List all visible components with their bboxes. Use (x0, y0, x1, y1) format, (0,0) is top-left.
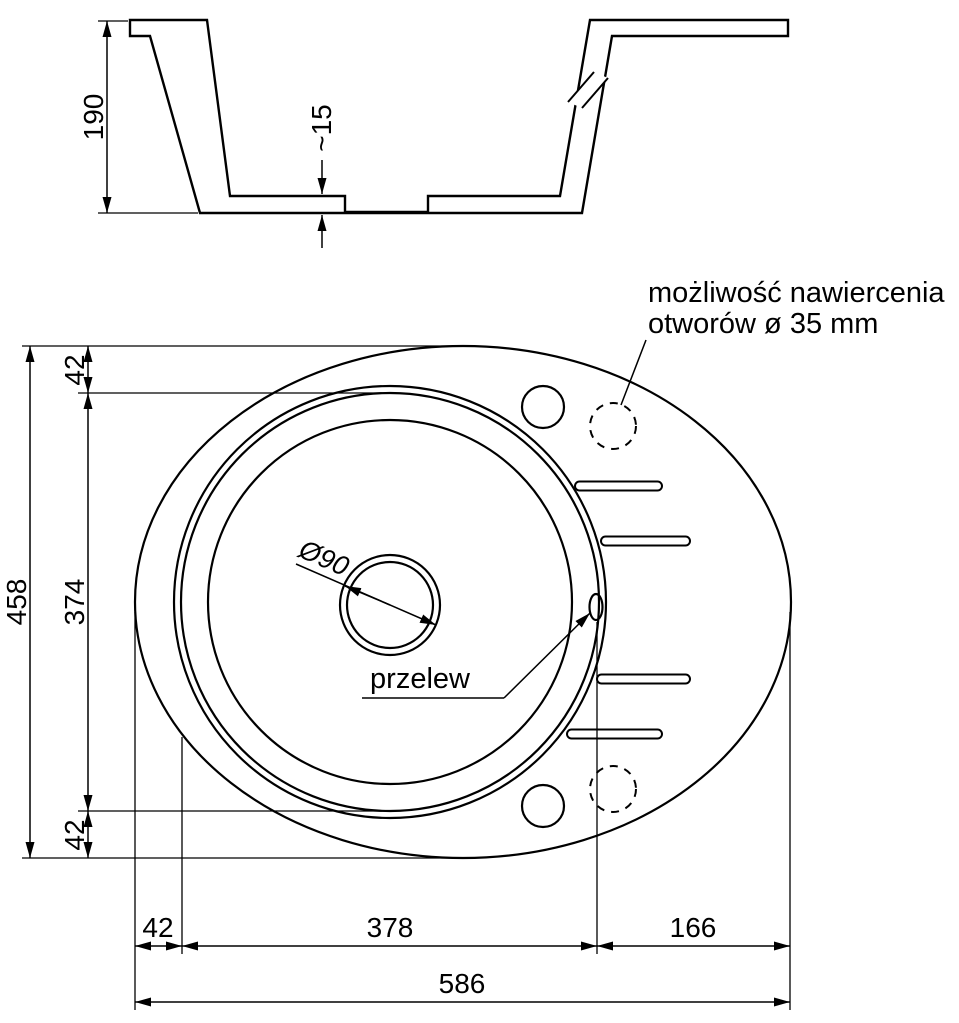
dim-label-586: 586 (439, 968, 486, 999)
bowl-bottom-circle (206, 418, 574, 786)
dim-label-42-left: 42 (142, 912, 173, 943)
drainer-groove-2 (600, 535, 691, 547)
dim-label-190: 190 (78, 94, 109, 141)
wall-break-line-2 (581, 77, 609, 109)
wall-break-mask (568, 72, 608, 108)
drainer-groove-3 (596, 673, 691, 685)
optional-hole-top (589, 402, 637, 450)
tap-hole-top (520, 384, 566, 430)
dim-label-458: 458 (1, 579, 32, 626)
drain-diameter-label: Ø90 (294, 534, 354, 582)
bowl-rim-inner-circle (179, 391, 601, 813)
dim-label-42-bottom: 42 (59, 819, 90, 850)
dim-label-42-top: 42 (59, 354, 90, 385)
drain-callout-arrow2 (344, 585, 391, 606)
drainer-groove-4 (566, 728, 663, 740)
sink-oval-outline (133, 344, 793, 860)
cross-section-view: 190 ~15 (78, 18, 790, 248)
drain-outer-circle (338, 553, 442, 657)
drain-inner-circle (345, 560, 435, 650)
overflow-label: przelew (370, 663, 471, 695)
optional-hole-bottom (589, 765, 637, 813)
tap-hole-bottom (520, 783, 566, 829)
drill-annotation-line1: możliwość nawiercenia (648, 277, 945, 309)
dim-label-166: 166 (670, 912, 717, 943)
drill-annotation-leader (620, 339, 647, 406)
wall-break-line-1 (567, 71, 595, 103)
dim-label-378: 378 (367, 912, 414, 943)
dim-label-recess: ~15 (306, 104, 337, 152)
bowl-rim-outer-circle (172, 384, 608, 820)
overflow-hole (588, 592, 604, 622)
overflow-leader-diagonal (503, 612, 591, 699)
drill-annotation-line2: otworów ø 35 mm (648, 308, 878, 340)
dim-label-374: 374 (59, 579, 90, 626)
drainer-groove-1 (574, 480, 663, 492)
top-view: możliwość nawiercenia otworów ø 35 mm Ø9… (1, 277, 945, 1010)
sink-profile-outline (128, 18, 790, 215)
